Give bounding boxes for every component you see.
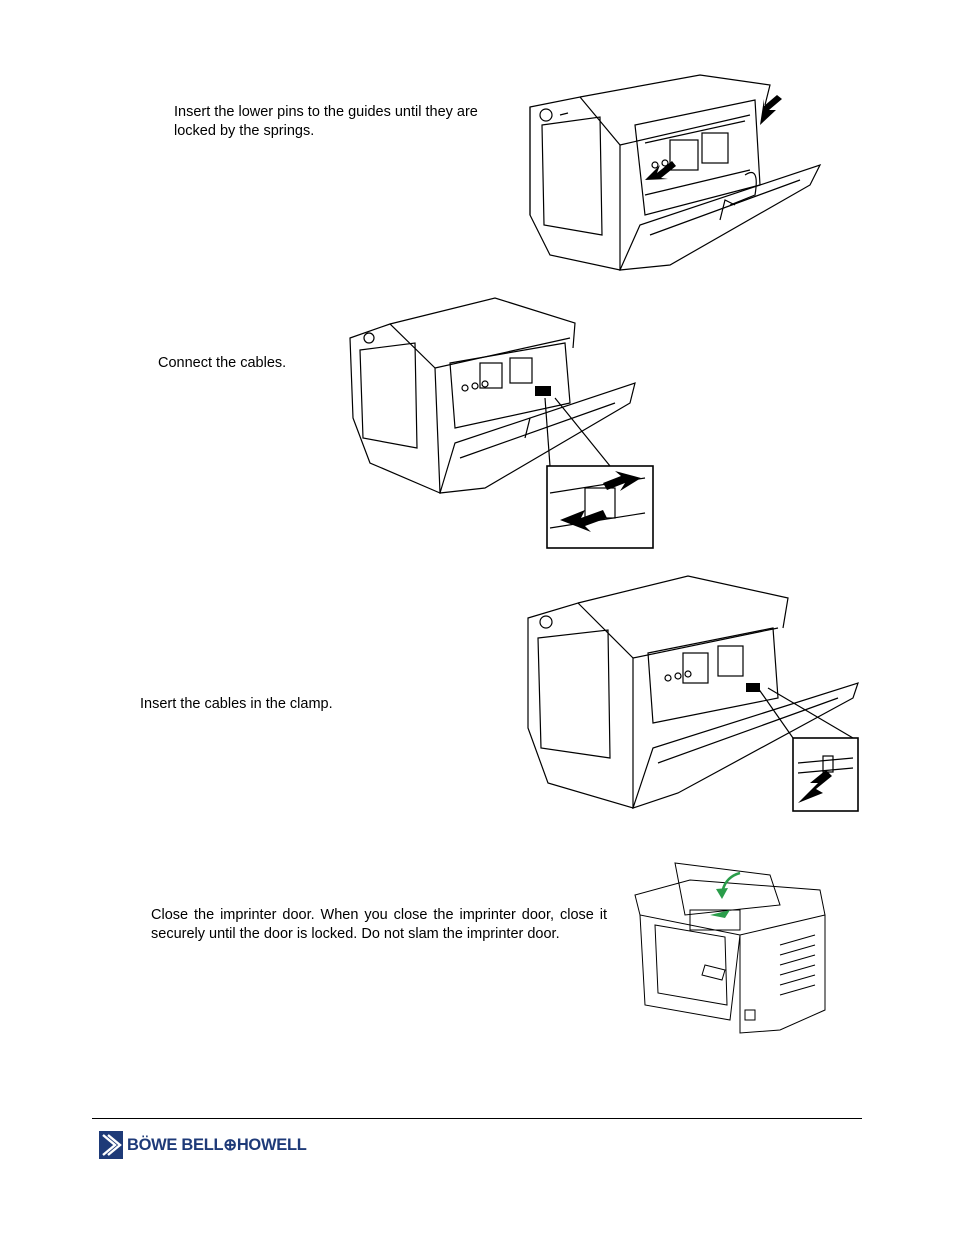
logo-wordmark: BÖWE BELL⊕HOWELL [127,1136,307,1154]
company-logo: BÖWE BELL⊕HOWELL [99,1130,307,1160]
connect-cables-illustration [345,288,657,550]
step-3-text: Insert the cables in the clamp. [140,696,333,712]
footer-divider [92,1118,862,1119]
step-2-text: Connect the cables. [158,355,287,371]
insert-cables-clamp-illustration [508,558,900,820]
step-1-text: Insert the lower pins to the guides unti… [174,104,478,139]
close-imprinter-door-illustration [630,855,835,1037]
bowe-bell-howell-mark-icon [99,1131,123,1159]
step-4-text: Close the imprinter door. When you close… [151,907,607,942]
scanner-open-imprinter-illustration [520,55,825,280]
